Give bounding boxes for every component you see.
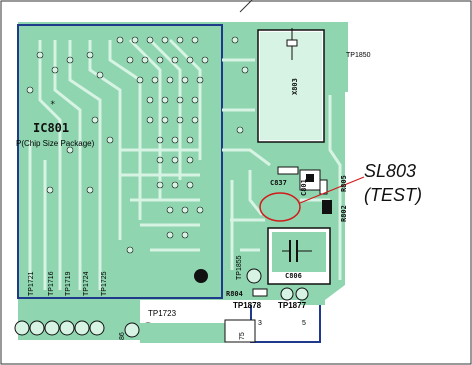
tp1721-label: TP1721 [28,271,35,296]
c837-label: C837 [270,179,287,187]
tp1716-label: TP1716 [48,271,55,296]
tp1855-label: TP1855 [236,255,243,280]
leader-line-top [239,0,253,13]
ic-label: IC801 [33,121,69,135]
r804-body [252,288,268,297]
cap-75-label: 75 [239,332,246,340]
pcb-board-right [330,22,348,92]
lower-white-pad [224,319,256,343]
ic-pin-marker: * [50,100,55,110]
c806-pad [272,232,326,272]
r805-label: R805 [340,175,348,192]
tp1725-label: TP1725 [101,271,108,296]
crystal-label: X803 [291,78,299,95]
via-grid [26,36,249,254]
r804-label: R804 [226,290,243,298]
tp1850-label: TP1850 [346,52,371,59]
tp1878-label: TP1878 [233,301,262,310]
callout-ref: SL803 [364,161,416,181]
sl803-highlight [259,192,301,222]
pad-3-label: 3 [258,320,262,327]
sl803-leader [299,176,365,204]
ground-via [194,269,208,283]
tp1877-label: TP1877 [278,301,307,310]
c837-body [277,166,299,175]
c801-label: C801 [300,179,308,196]
ic-package-label: P(Chip Size Package) [16,139,95,148]
ic801-outline [17,24,223,299]
c801-mark [306,174,314,182]
tp1724-label: TP1724 [83,271,90,296]
tp1719-label: TP1719 [65,271,72,296]
r802-label: R802 [340,205,348,222]
tp1723-label: TP1723 [148,309,177,318]
lower-board-strip [140,323,225,343]
r802-body [322,200,332,214]
crystal-pad [286,39,298,47]
callout-note: (TEST) [364,185,422,205]
pad-5-label: 5 [302,320,306,327]
cap-86-label: 86 [119,332,126,340]
crystal-inner [260,32,322,140]
c806-label: C806 [285,272,302,280]
